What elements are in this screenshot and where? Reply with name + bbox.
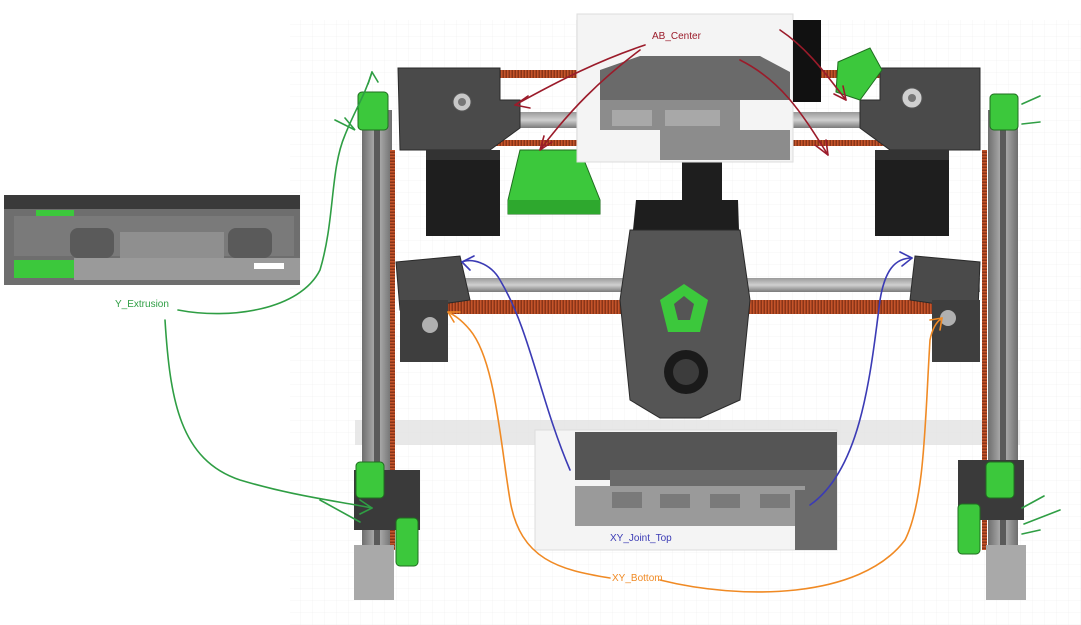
- y-extrusion-inset: [4, 195, 300, 285]
- xy-bottom-arrows: [447, 311, 943, 593]
- right-bottom-green-clip: [985, 461, 1015, 499]
- xy-joint-top-inset: [534, 429, 838, 551]
- left-xy-joint: [395, 255, 471, 311]
- left-top-green-clip: [357, 91, 389, 131]
- right-vertical-belt: [982, 150, 987, 550]
- label-xy-joint-top: XY_Joint_Top: [610, 533, 672, 544]
- nozzle-logo-icon: [660, 284, 708, 332]
- y-extrusion-arrows: [164, 71, 1061, 535]
- right-xy-carriage: [932, 300, 980, 362]
- left-xy-carriage: [400, 300, 448, 362]
- right-bottom-green-foot: [957, 503, 981, 555]
- left-bottom-green-clip: [355, 461, 385, 499]
- left-motor: [426, 150, 500, 236]
- label-y-extrusion: Y_Extrusion: [115, 299, 169, 310]
- right-motor: [875, 150, 949, 236]
- left-foot-rail: [354, 545, 394, 600]
- right-extrusion-slot: [1000, 110, 1006, 600]
- left-vertical-belt: [390, 150, 395, 550]
- ab-center-inset: [576, 13, 794, 163]
- label-xy-bottom: XY_Bottom: [612, 573, 663, 584]
- label-ab-center: AB_Center: [652, 31, 701, 42]
- left-bottom-green-foot: [395, 517, 419, 567]
- ab-center-arrows: [514, 29, 847, 156]
- right-foot-rail: [986, 545, 1026, 600]
- right-top-green-clip: [989, 93, 1019, 131]
- black-belt-strip: [793, 20, 821, 102]
- xy-joint-top-arrows: [461, 251, 913, 506]
- left-extrusion-slot: [374, 110, 380, 600]
